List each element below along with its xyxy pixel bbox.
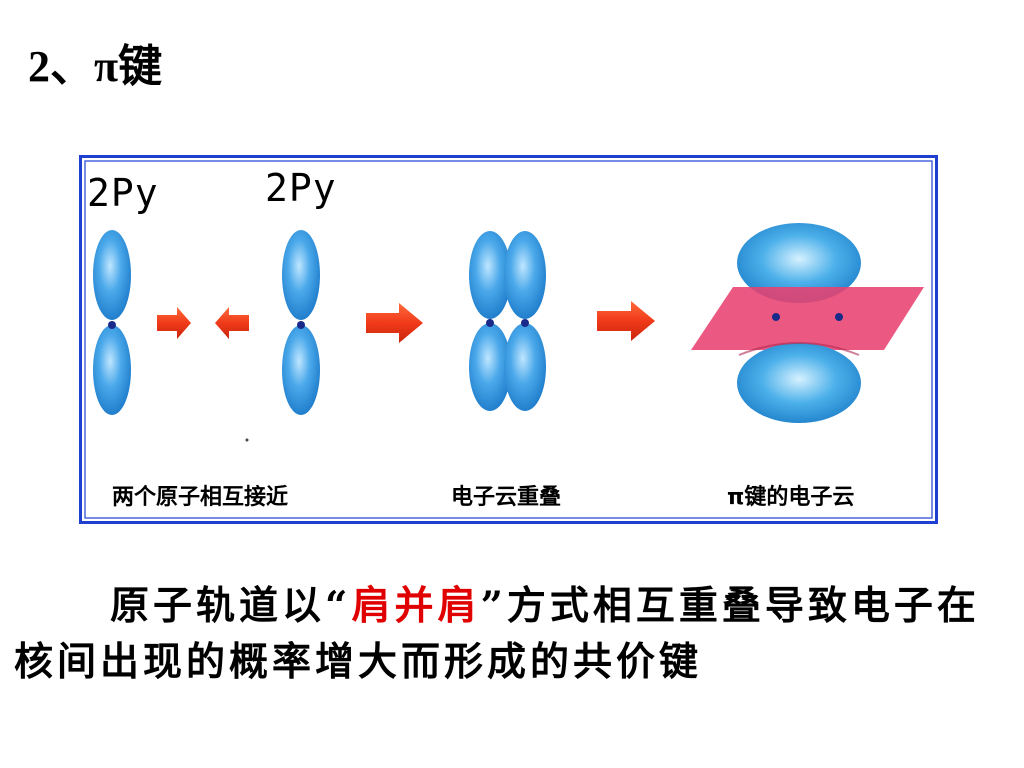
caption-approach: 两个原子相互接近: [112, 485, 289, 510]
orbital-lobe: [282, 230, 320, 320]
paragraph-before: 原子轨道以“: [110, 583, 352, 629]
orbital-lobe: [93, 325, 131, 415]
orbital-lobe: [93, 230, 131, 320]
frame-inner: [84, 160, 933, 519]
orbital-lobe: [504, 231, 546, 319]
arrow-right-icon: [597, 301, 655, 341]
caption-pi-cloud: π键的电子云: [727, 485, 855, 510]
pi-bond-cloud: [691, 223, 924, 423]
orbital-lobe: [504, 323, 546, 411]
arrow-right-icon: [157, 307, 191, 339]
caption-overlap: 电子云重叠: [451, 485, 562, 510]
overlapping-orbitals: [469, 231, 546, 411]
orbital-label-right: 2Py: [265, 166, 337, 210]
frame-outer: [79, 155, 938, 524]
diagram-canvas: [79, 155, 938, 524]
orbital-lobe: [469, 231, 511, 319]
nucleus: [521, 319, 529, 327]
orbital-lobe: [469, 323, 511, 411]
p-orbital-left: [93, 230, 131, 415]
nucleus: [297, 321, 305, 329]
page-title: 2、π键: [28, 42, 163, 91]
nodal-plane: [691, 287, 924, 350]
orbital-label-left: 2Py: [87, 171, 159, 215]
plane-edge: [738, 342, 860, 356]
paragraph-emphasis: 肩并肩: [351, 583, 481, 629]
nucleus: [835, 313, 843, 321]
electron-cloud-upper: [737, 223, 861, 303]
arrow-left-icon: [215, 307, 249, 339]
p-orbital-right: [282, 230, 320, 415]
nucleus: [772, 313, 780, 321]
arrow-right-icon: [366, 303, 423, 343]
speck: [245, 438, 249, 442]
orbital-lobe: [282, 325, 320, 415]
pi-bond-diagram: 2Py 2Py 两个原子相互接近 电子云重叠 π键的电子云: [79, 155, 938, 524]
definition-paragraph: 原子轨道以“肩并肩”方式相互重叠导致电子在核间出现的概率增大而形成的共价键: [14, 578, 1004, 690]
paragraph-after: ”方式相互重叠导致电子在核间出现的概率增大而形成的共价键: [14, 583, 980, 685]
nucleus: [108, 321, 116, 329]
electron-cloud-lower: [737, 343, 861, 423]
nucleus: [486, 319, 494, 327]
